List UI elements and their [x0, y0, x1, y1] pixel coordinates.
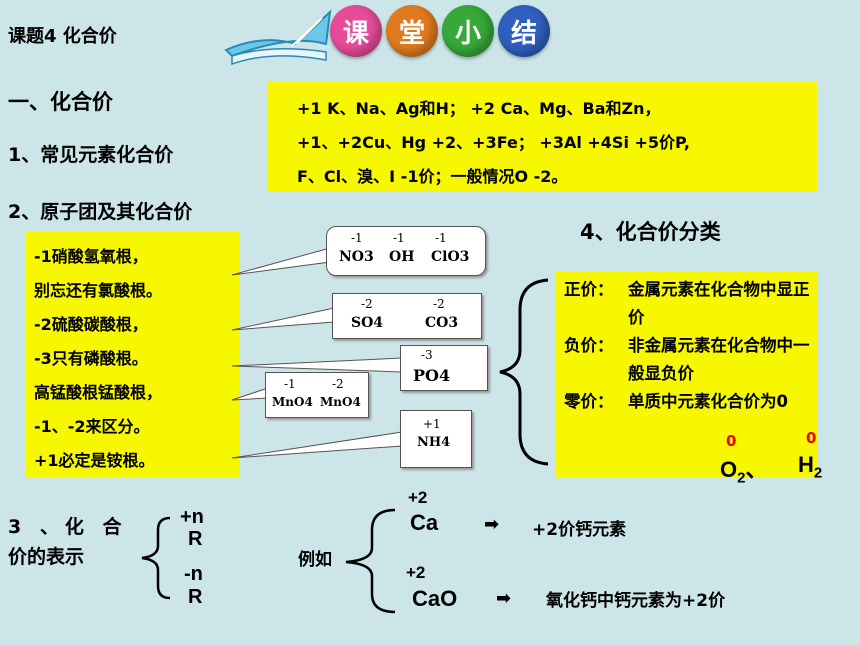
formula-box-nh4: +1 NH4 — [400, 410, 472, 468]
arrow-right-icon: ➡ — [484, 514, 500, 535]
row-text: 金属元素在化合物中显正价 — [628, 280, 810, 327]
rhyme-line: -3只有磷酸根。 — [34, 349, 148, 368]
valence-classification-box: 正价： 金属元素在化合物中显正价 负价： 非金属元素在化合物中一般显负价 零价：… — [556, 272, 818, 477]
ion-formula: CO3 — [425, 315, 459, 331]
formula-box-no3-oh-clo3: -1 -1 -1 NO3 OH ClO3 — [326, 226, 486, 276]
ion-formula: NO3 — [339, 249, 374, 265]
common-valences-box: +1 K、Na、Ag和H； +2 Ca、Mg、Ba和Zn， +1、+2Cu、Hg… — [267, 82, 817, 192]
row-text: 非金属元素在化合物中一般显负价 — [628, 336, 810, 383]
topic-title: 课题4 化合价 — [8, 26, 117, 47]
rhyme-line: -1、-2来区分。 — [34, 417, 150, 436]
zero-valence-row: 零价： 单质中元素化合价为0 — [564, 388, 818, 416]
element-r: R — [188, 528, 203, 550]
section-heading: 2、原子团及其化合价 — [8, 201, 193, 223]
row-label: 负价： — [564, 336, 614, 355]
ion-formula: MnO4 — [320, 395, 361, 409]
valence-line: F、Cl、溴、I -1价；一般情况O -2。 — [297, 167, 568, 186]
row-text: 单质中元素化合价为0 — [628, 392, 788, 411]
valence-line: +1 K、Na、Ag和H； +2 Ca、Mg、Ba和Zn， — [297, 99, 661, 118]
ion-formula: PO4 — [413, 366, 451, 385]
section-heading: 1、常见元素化合价 — [8, 144, 174, 166]
example-label: 例如 — [298, 550, 332, 570]
ion-formula: NH4 — [417, 435, 451, 450]
valence-sup: -2 — [433, 297, 445, 311]
section-heading: 价的表示 — [8, 546, 85, 568]
ion-formula: OH — [389, 249, 415, 265]
banner-char: 结 — [498, 5, 550, 57]
ion-formula: ClO3 — [431, 249, 470, 265]
zero-valence-mark: 0 — [806, 429, 817, 447]
rhyme-line: -1硝酸氢氧根， — [34, 247, 148, 266]
formula-box-mno4: -1 -2 MnO4 MnO4 — [265, 372, 369, 418]
valence-mark: +2 — [406, 563, 426, 582]
valence-sup: -1 — [435, 231, 447, 245]
valence-sup: -1 — [351, 231, 363, 245]
arrow-right-icon: ➡ — [496, 588, 512, 609]
book-icon — [224, 9, 332, 66]
ion-formula: SO4 — [351, 315, 384, 331]
o2-formula: O2、 — [720, 457, 768, 487]
element-r: R — [188, 586, 203, 608]
valence-sup: -2 — [332, 377, 344, 391]
banner-char: 堂 — [386, 5, 438, 57]
negative-valence-row: 负价： 非金属元素在化合物中一般显负价 — [564, 332, 818, 388]
example-description: +2价钙元素 — [532, 520, 627, 540]
rhyme-line: 高锰酸根锰酸根， — [34, 383, 163, 402]
row-label: 正价： — [564, 280, 614, 299]
ion-formula: MnO4 — [272, 395, 313, 409]
positive-valence-notation: +n — [180, 506, 204, 528]
rhyme-line: 别忘还有氯酸根。 — [34, 281, 163, 300]
example-description: 氧化钙中钙元素为+2价 — [546, 591, 726, 611]
positive-valence-row: 正价： 金属元素在化合物中显正价 — [564, 276, 818, 332]
rhyme-line: -2硫酸碳酸根， — [34, 315, 148, 334]
valence-sup: +1 — [423, 417, 441, 431]
calcium-symbol: Ca — [410, 510, 439, 535]
h2-formula: H2 — [798, 452, 823, 482]
formula-box-so4-co3: -2 -2 SO4 CO3 — [332, 293, 482, 339]
negative-valence-notation: -n — [184, 563, 203, 585]
rhyme-line: +1必定是铵根。 — [34, 451, 155, 470]
valence-sup: -1 — [284, 377, 296, 391]
valence-sup: -3 — [421, 348, 433, 362]
radical-rhyme-box: -1硝酸氢氧根， 别忘还有氯酸根。 -2硫酸碳酸根， -3只有磷酸根。 高锰酸根… — [26, 232, 240, 478]
valence-line: +1、+2Cu、Hg +2、+3Fe； +3Al +4Si +5价P, — [297, 133, 690, 152]
banner-char: 课 — [330, 5, 382, 57]
zero-valence-mark: 0 — [726, 432, 737, 450]
valence-mark: +2 — [408, 488, 428, 507]
banner-char: 小 — [442, 5, 494, 57]
section-heading: 3 、化 合 — [8, 516, 128, 538]
section-heading: 4、化合价分类 — [580, 220, 721, 244]
section-heading: 一、化合价 — [8, 90, 113, 114]
formula-box-po4: -3 PO4 — [400, 345, 488, 391]
row-label: 零价： — [564, 392, 614, 411]
valence-sup: -2 — [361, 297, 373, 311]
valence-sup: -1 — [393, 231, 405, 245]
calcium-oxide-formula: CaO — [412, 586, 458, 611]
